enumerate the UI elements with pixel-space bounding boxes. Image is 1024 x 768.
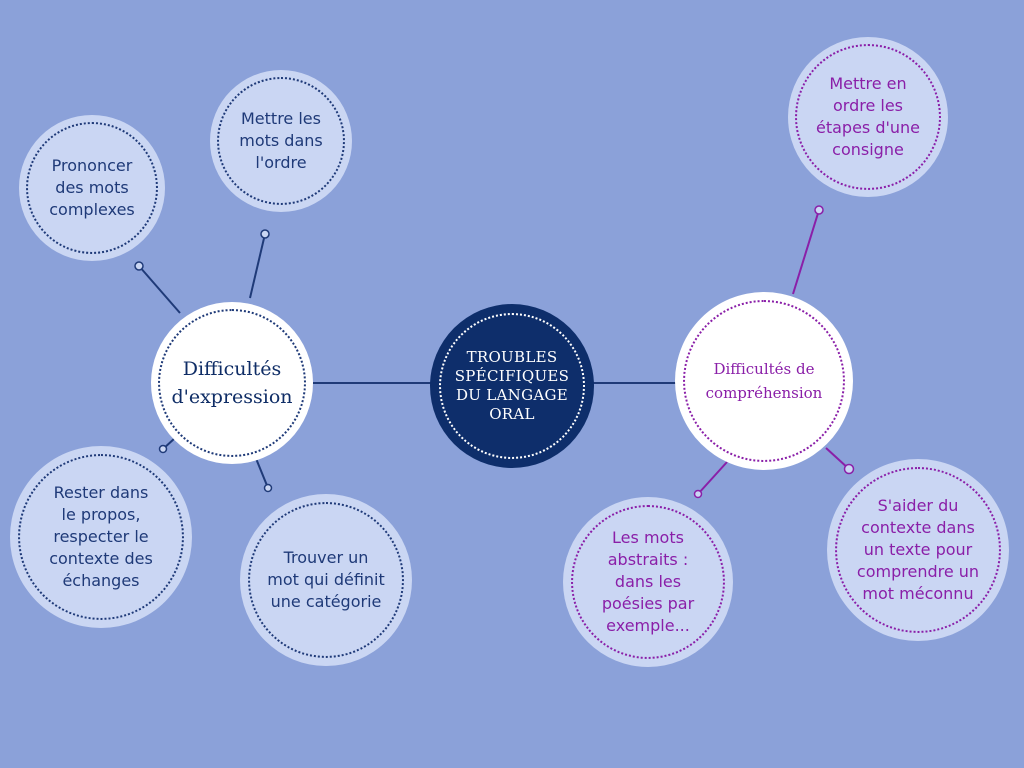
connector-knob bbox=[843, 463, 855, 475]
expression-hub: Difficultés d'expression bbox=[151, 302, 313, 464]
comprehension-item-etapes: Mettre en ordre les étapes d'une consign… bbox=[788, 37, 948, 197]
leaf-text: Prononcer des mots complexes bbox=[49, 156, 135, 219]
connector-expression-trouver bbox=[254, 455, 269, 489]
comprehension-hub: Difficultés de compréhension bbox=[675, 292, 853, 470]
center-node: TROUBLES SPÉCIFIQUES DU LANGAGE ORAL bbox=[430, 304, 594, 468]
comprehension-item-mots-abstraits: Les mots abstraits : dans les poésies pa… bbox=[563, 497, 733, 667]
connector-knob bbox=[260, 229, 270, 239]
connector-expression-prononcer bbox=[138, 265, 181, 314]
connector-knob bbox=[814, 205, 824, 215]
expression-item-rester-propos: Rester dans le propos, respecter le cont… bbox=[10, 446, 192, 628]
expression-item-trouver-mot: Trouver un mot qui définit une catégorie bbox=[240, 494, 412, 666]
center-node-title: TROUBLES SPÉCIFIQUES DU LANGAGE ORAL bbox=[454, 348, 570, 423]
comprehension-item-contexte: S'aider du contexte dans un texte pour c… bbox=[827, 459, 1009, 641]
leaf-text: Les mots abstraits : dans les poésies pa… bbox=[601, 528, 695, 635]
leaf-text: S'aider du contexte dans un texte pour c… bbox=[856, 496, 980, 603]
connector-knob bbox=[134, 261, 144, 271]
connector-knob bbox=[263, 483, 273, 493]
expression-item-mettre-ordre: Mettre les mots dans l'ordre bbox=[210, 70, 352, 212]
comprehension-hub-title: Difficultés de compréhension bbox=[705, 360, 823, 402]
connector-knob bbox=[693, 489, 703, 499]
leaf-text: Mettre les mots dans l'ordre bbox=[239, 109, 323, 172]
leaf-text: Trouver un mot qui définit une catégorie bbox=[267, 548, 385, 611]
connector-expression-mettre bbox=[249, 233, 266, 299]
expression-hub-title: Difficultés d'expression bbox=[171, 358, 293, 408]
connector-comprehension-abstraits bbox=[697, 461, 728, 495]
leaf-text: Rester dans le propos, respecter le cont… bbox=[49, 483, 153, 590]
leaf-text: Mettre en ordre les étapes d'une consign… bbox=[815, 74, 921, 159]
connector-comprehension-mettre bbox=[792, 209, 820, 295]
expression-item-prononcer: Prononcer des mots complexes bbox=[19, 115, 165, 261]
connector-knob bbox=[158, 444, 168, 454]
